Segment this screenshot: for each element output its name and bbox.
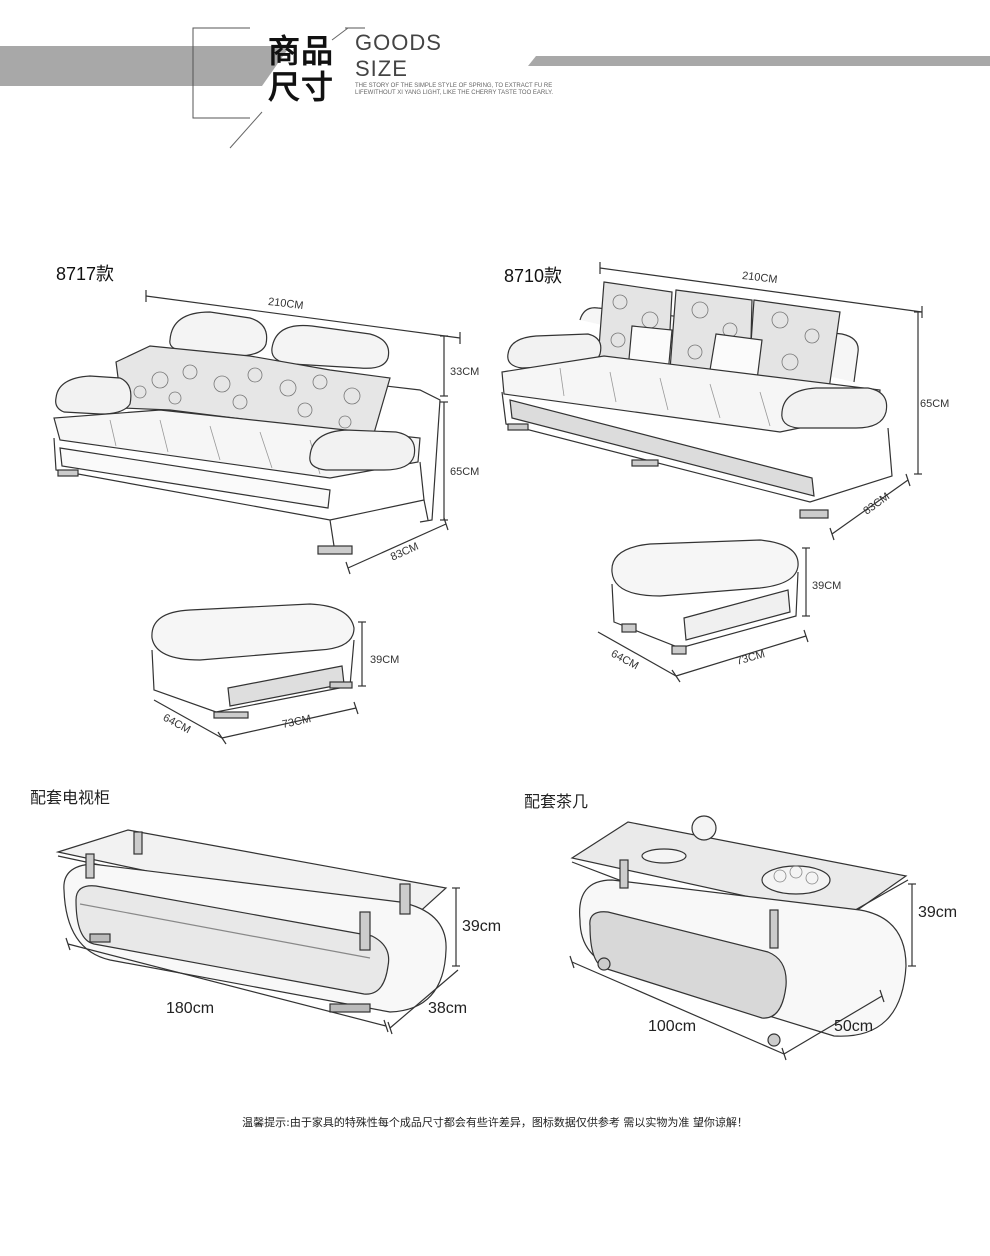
header-title-cn-1: 商品 [268, 32, 335, 70]
coffee-table-height: 39cm [918, 904, 958, 921]
tv-cabinet-label: 配套电视柜 [30, 788, 111, 807]
header-left-bar [0, 46, 290, 86]
sofa-8717-drawing [53, 290, 461, 575]
coffee-table-label: 配套茶几 [524, 792, 589, 811]
header-title-en-2: SIZE [355, 56, 408, 81]
header-right-bar [528, 56, 990, 66]
sofa-8717-model: 8717款 [56, 264, 115, 284]
sofa-8717-height: 65CM [450, 466, 480, 478]
header-frame [192, 27, 250, 119]
sofa-8710-drawing [501, 262, 923, 541]
tv-cabinet-drawing [55, 829, 460, 1035]
tv-cabinet-width: 180cm [166, 1000, 215, 1017]
ottoman-8710-drawing [597, 539, 810, 683]
coffee-table-depth: 50cm [834, 1018, 874, 1035]
ottoman-8717-height: 39CM [370, 654, 400, 666]
sofa-8710-model: 8710款 [504, 266, 563, 286]
footer-notice: 温馨提示:由于家具的特殊性每个成品尺寸都会有些许差异，图标数据仅供参考 需以实物… [242, 1116, 748, 1129]
header-title-en-1: GOODS [355, 30, 442, 55]
tv-cabinet-height: 39cm [462, 918, 502, 935]
sofa-8710-height: 65CM [920, 398, 950, 410]
coffee-table-drawing [569, 815, 916, 1061]
header-title-cn-2: 尺寸 [268, 68, 335, 106]
header-tagline: THE STORY OF THE SIMPLE STYLE OF SPRING,… [355, 83, 554, 96]
ottoman-8710-height: 39CM [812, 580, 842, 592]
ottoman-8717-drawing [151, 603, 366, 745]
coffee-table-width: 100cm [648, 1018, 697, 1035]
sofa-8717-headrest-height: 33CM [450, 366, 480, 378]
tv-cabinet-depth: 38cm [428, 1000, 468, 1017]
